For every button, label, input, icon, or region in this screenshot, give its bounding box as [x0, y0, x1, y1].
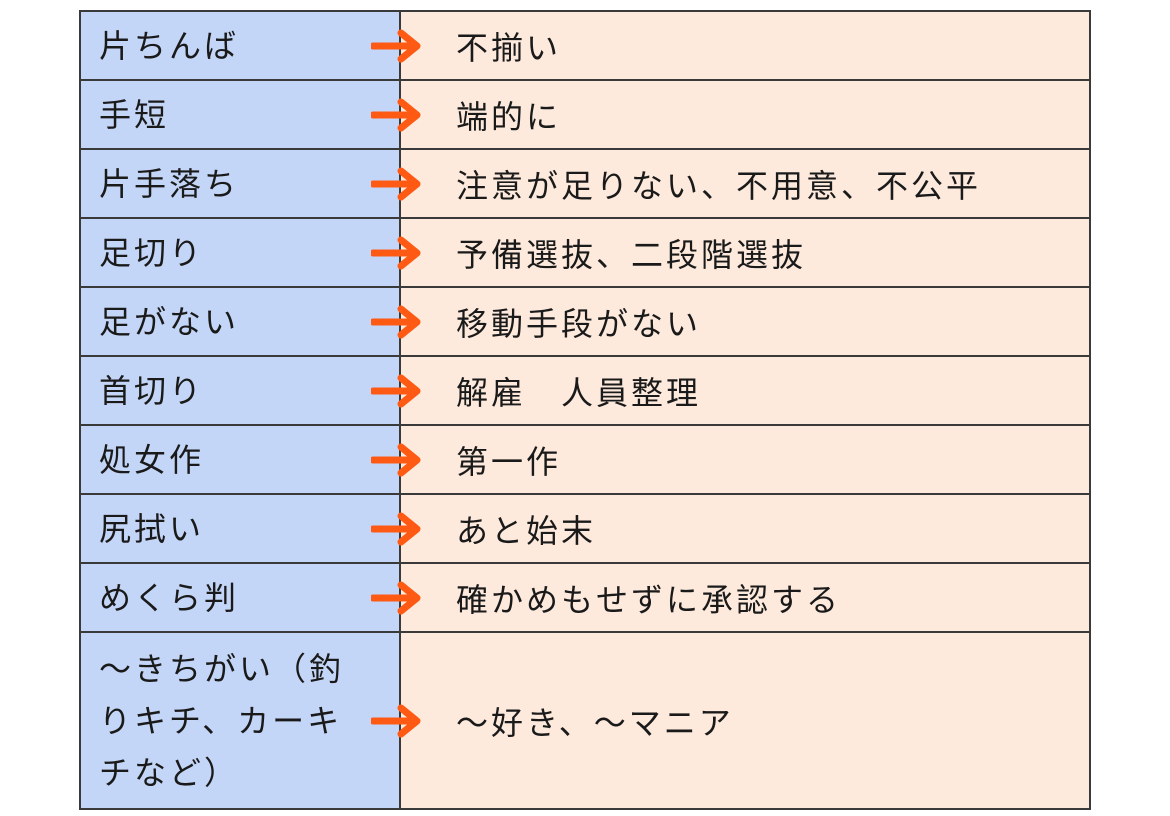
term-text: 処女作 — [99, 440, 205, 479]
right-arrow-icon — [371, 29, 421, 62]
term-cell: 足切り — [81, 219, 421, 286]
right-arrow-icon — [371, 704, 421, 737]
right-arrow-icon — [371, 581, 421, 614]
term-text: 足切り — [99, 233, 205, 272]
right-arrow-icon — [371, 236, 421, 269]
right-arrow-icon — [371, 167, 421, 200]
right-arrow-icon — [371, 512, 421, 545]
term-text: ～きちがい（釣りキチ、カーキチなど） — [99, 649, 345, 792]
right-arrow-icon — [371, 305, 421, 338]
meaning-text: あと始末 — [456, 511, 597, 550]
table-row: 手短 端的に — [81, 81, 1089, 150]
term-cell: 首切り — [81, 357, 421, 424]
meaning-cell: 確かめもせずに承認する — [401, 564, 1089, 631]
meaning-text: 端的に — [456, 97, 562, 136]
table-row: 片手落ち 注意が足りない、不用意、不公平 — [81, 150, 1089, 219]
term-cell: 手短 — [81, 81, 421, 148]
meaning-cell: 予備選抜、二段階選抜 — [401, 219, 1089, 286]
term-text: 片ちんば — [99, 26, 240, 65]
meaning-cell: 移動手段がない — [401, 288, 1089, 355]
term-cell: 尻拭い — [81, 495, 421, 562]
term-cell: 足がない — [81, 288, 421, 355]
meaning-cell: 解雇 人員整理 — [401, 357, 1089, 424]
table-row: 首切り 解雇 人員整理 — [81, 357, 1089, 426]
meaning-cell: 不揃い — [401, 12, 1089, 79]
table-row: 尻拭い あと始末 — [81, 495, 1089, 564]
term-table: 片ちんば 不揃い 手短 端的に 片手落ち 注意が足りない、不用意、不公平 足切り… — [79, 10, 1091, 810]
right-arrow-icon — [371, 443, 421, 476]
term-text: 手短 — [99, 95, 170, 134]
meaning-cell: 端的に — [401, 81, 1089, 148]
term-text: 首切り — [99, 371, 205, 410]
meaning-text: ～好き、～マニア — [456, 703, 734, 742]
term-text: 尻拭い — [99, 509, 205, 548]
term-text: めくら判 — [99, 578, 240, 617]
meaning-cell: あと始末 — [401, 495, 1089, 562]
meaning-text: 確かめもせずに承認する — [456, 580, 842, 619]
term-text: 片手落ち — [99, 164, 240, 203]
term-cell: 処女作 — [81, 426, 421, 493]
meaning-text: 注意が足りない、不用意、不公平 — [456, 166, 982, 205]
right-arrow-icon — [371, 98, 421, 131]
meaning-cell: 第一作 — [401, 426, 1089, 493]
meaning-cell: ～好き、～マニア — [401, 633, 1089, 808]
meaning-text: 第一作 — [456, 442, 562, 481]
meaning-text: 不揃い — [456, 28, 562, 67]
meaning-text: 解雇 人員整理 — [456, 373, 702, 412]
term-cell: 片手落ち — [81, 150, 421, 217]
term-text: 足がない — [99, 302, 240, 341]
table-row: 足がない 移動手段がない — [81, 288, 1089, 357]
meaning-text: 予備選抜、二段階選抜 — [456, 235, 807, 274]
term-cell: 片ちんば — [81, 12, 421, 79]
table-row: めくら判 確かめもせずに承認する — [81, 564, 1089, 633]
meaning-cell: 注意が足りない、不用意、不公平 — [401, 150, 1089, 217]
table-row: 片ちんば 不揃い — [81, 12, 1089, 81]
right-arrow-icon — [371, 374, 421, 407]
table-row: 足切り 予備選抜、二段階選抜 — [81, 219, 1089, 288]
term-cell: めくら判 — [81, 564, 421, 631]
table-row: 処女作 第一作 — [81, 426, 1089, 495]
table-row: ～きちがい（釣りキチ、カーキチなど） ～好き、～マニア — [81, 633, 1089, 808]
term-cell: ～きちがい（釣りキチ、カーキチなど） — [81, 633, 421, 808]
meaning-text: 移動手段がない — [456, 304, 702, 343]
